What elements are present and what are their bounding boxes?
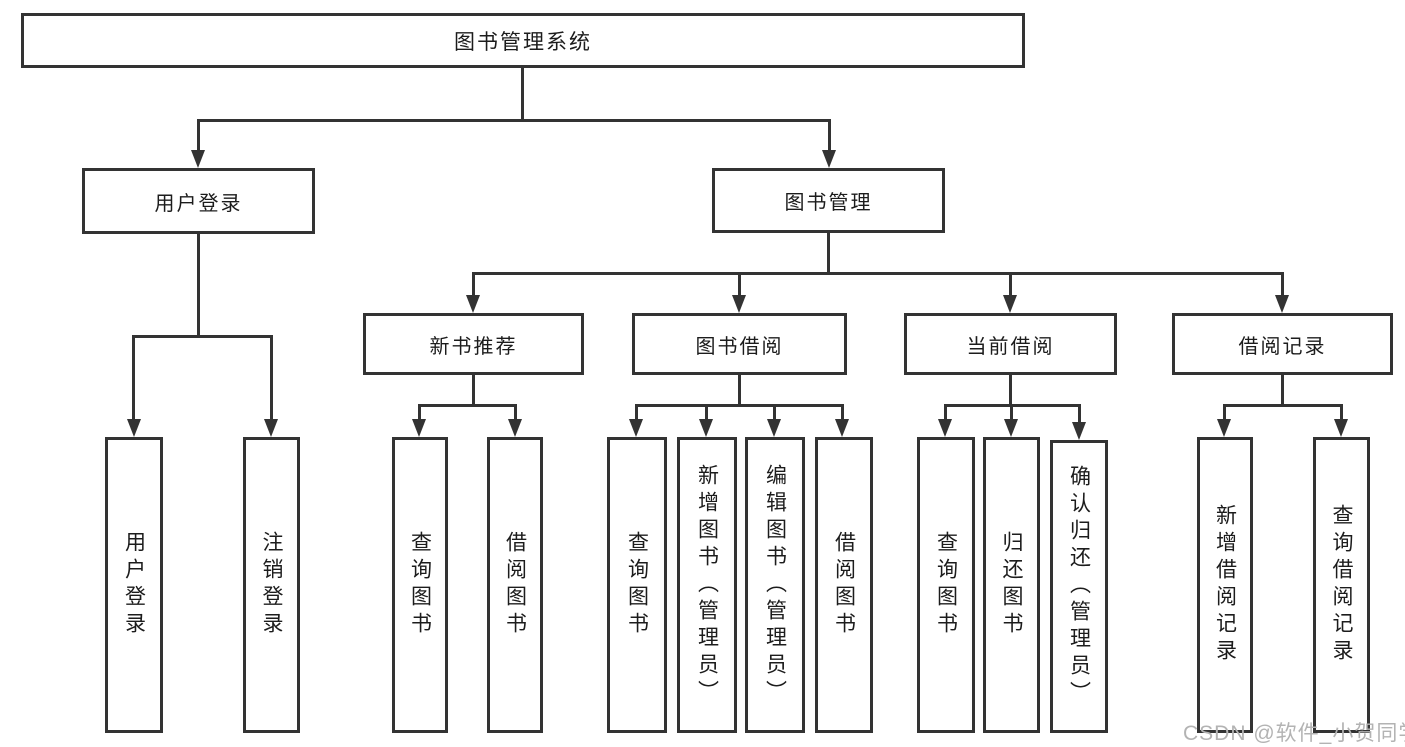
arrowhead-icon <box>1072 422 1086 440</box>
arrowhead-icon <box>767 419 781 437</box>
connector-line <box>1281 272 1284 297</box>
arrowhead-icon <box>466 295 480 313</box>
leaf-confirm-return-admin: 确认归还（管理员） <box>1050 440 1108 733</box>
connector-line <box>1223 404 1342 407</box>
connector-line <box>944 404 947 421</box>
node-current-borrowing: 当前借阅 <box>904 313 1117 375</box>
node-label: 借阅记录 <box>1238 335 1327 358</box>
leaf-add-books-admin: 新增图书（管理员） <box>677 437 737 733</box>
node-label: 查询图书 <box>408 531 432 639</box>
connector-line <box>418 404 517 407</box>
node-label: 注销登录 <box>260 531 283 639</box>
node-label: 新增借阅记录 <box>1213 504 1237 666</box>
connector-line <box>635 404 844 407</box>
connector-line <box>132 335 273 338</box>
arrowhead-icon <box>732 295 746 313</box>
leaf-logout: 注销登录 <box>243 437 300 733</box>
arrowhead-icon <box>1275 295 1289 313</box>
node-label: 归还图书 <box>1000 531 1023 639</box>
connector-line <box>635 404 638 421</box>
connector-line <box>514 404 517 421</box>
node-label: 图书借阅 <box>695 335 784 358</box>
connector-line <box>197 119 831 122</box>
connector-line <box>418 404 421 421</box>
arrowhead-icon <box>412 419 426 437</box>
connector-line <box>1078 404 1081 423</box>
node-book-borrowing: 图书借阅 <box>632 313 847 375</box>
arrowhead-icon <box>1334 419 1348 437</box>
connector-line <box>738 375 741 407</box>
connector-line <box>828 119 831 152</box>
connector-line <box>197 234 200 337</box>
node-label: 确认归还（管理员） <box>1067 465 1091 708</box>
node-library-management-system: 图书管理系统 <box>21 13 1025 68</box>
arrowhead-icon <box>629 419 643 437</box>
arrowhead-icon <box>1217 419 1231 437</box>
node-user-login-group: 用户登录 <box>82 168 315 234</box>
leaf-return-books: 归还图书 <box>983 437 1040 733</box>
node-label: 查询图书 <box>625 531 649 639</box>
arrowhead-icon <box>835 419 849 437</box>
leaf-borrow-books: 借阅图书 <box>815 437 873 733</box>
connector-line <box>270 335 273 421</box>
node-label: 图书管理系统 <box>454 30 592 54</box>
leaf-edit-books-admin: 编辑图书（管理员） <box>745 437 805 733</box>
node-label: 借阅图书 <box>503 531 527 639</box>
leaf-borrowing-query-books: 查询图书 <box>607 437 667 733</box>
node-label: 查询图书 <box>934 531 958 639</box>
arrowhead-icon <box>264 419 278 437</box>
node-label: 查询借阅记录 <box>1330 504 1353 666</box>
arrowhead-icon <box>191 150 205 168</box>
node-borrowing-records: 借阅记录 <box>1172 313 1393 375</box>
node-label: 用户登录 <box>122 531 146 639</box>
leaf-current-query-books: 查询图书 <box>917 437 975 733</box>
connector-line <box>472 272 475 297</box>
node-label: 图书管理 <box>784 192 873 214</box>
connector-line <box>1009 272 1012 297</box>
leaf-recommend-query-books: 查询图书 <box>392 437 448 733</box>
connector-line <box>1223 404 1226 421</box>
leaf-user-login: 用户登录 <box>105 437 163 733</box>
leaf-recommend-borrow-books: 借阅图书 <box>487 437 543 733</box>
arrowhead-icon <box>822 150 836 168</box>
connector-line <box>738 272 741 297</box>
connector-line <box>1010 404 1013 421</box>
arrowhead-icon <box>508 419 522 437</box>
connector-line <box>841 404 844 421</box>
arrowhead-icon <box>127 419 141 437</box>
node-label: 用户登录 <box>154 192 243 215</box>
leaf-add-borrow-record: 新增借阅记录 <box>1197 437 1253 733</box>
connector-line <box>132 335 135 421</box>
connector-line <box>827 233 830 274</box>
node-label: 当前借阅 <box>966 335 1055 358</box>
connector-line <box>1281 375 1284 407</box>
connector-line <box>472 375 475 407</box>
node-book-management-group: 图书管理 <box>712 168 945 233</box>
node-label: 新书推荐 <box>429 335 518 358</box>
arrowhead-icon <box>1003 295 1017 313</box>
connector-line <box>773 404 776 421</box>
connector-line <box>197 119 200 152</box>
connector-line <box>521 68 524 121</box>
watermark: CSDN @软件_小贺同学 <box>1183 722 1405 745</box>
arrowhead-icon <box>1004 419 1018 437</box>
connector-line <box>472 272 1283 275</box>
connector-line <box>705 404 708 421</box>
node-label: 新增图书（管理员） <box>695 463 719 707</box>
node-new-book-recommend: 新书推荐 <box>363 313 584 375</box>
leaf-query-borrow-record: 查询借阅记录 <box>1313 437 1370 733</box>
node-label: 借阅图书 <box>832 531 856 639</box>
connector-line <box>1340 404 1343 421</box>
arrowhead-icon <box>699 419 713 437</box>
arrowhead-icon <box>938 419 952 437</box>
connector-line <box>1009 375 1012 407</box>
node-label: 编辑图书（管理员） <box>763 463 787 707</box>
